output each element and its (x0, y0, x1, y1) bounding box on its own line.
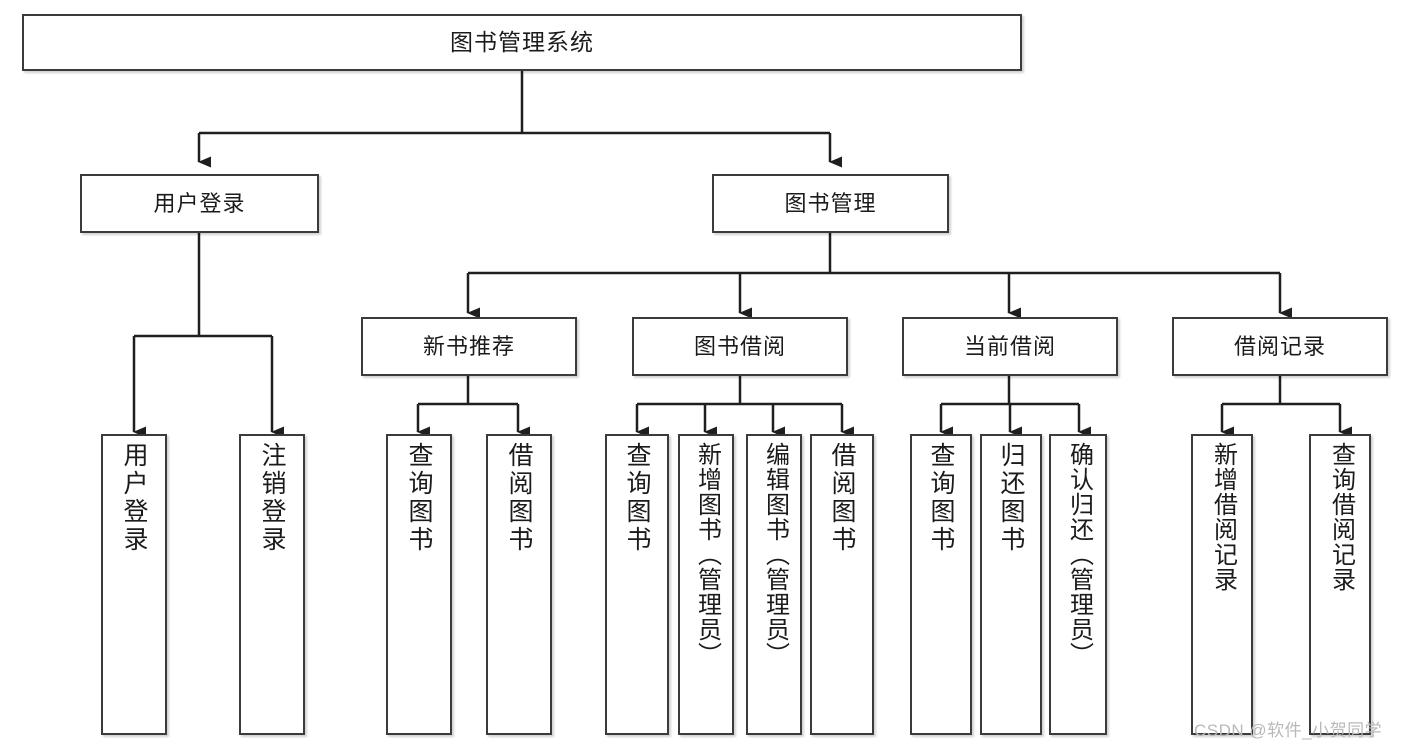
node-leaf-return-book[interactable]: 归还图书 (980, 434, 1042, 735)
edge-book-borrow-bus (635, 376, 854, 438)
node-leaf-add-book[interactable]: 新增图书（管理员） (678, 434, 734, 735)
node-leaf-confirm-return[interactable]: 确认归还（管理员） (1049, 434, 1107, 735)
node-leaf-borrow-book-1-label: 借阅图书 (505, 442, 533, 554)
node-leaf-add-record-label: 新增借阅记录 (1209, 442, 1237, 592)
node-book-borrow[interactable]: 图书借阅 (632, 317, 848, 376)
node-leaf-user-logout[interactable]: 注销登录 (239, 434, 305, 735)
edge-user-login-bus (132, 233, 284, 438)
node-leaf-edit-book[interactable]: 编辑图书（管理员） (746, 434, 802, 735)
node-user-login-label: 用户登录 (153, 190, 246, 216)
node-book-borrow-label: 图书借阅 (693, 333, 786, 359)
node-leaf-query-record[interactable]: 查询借阅记录 (1309, 434, 1371, 735)
node-leaf-query-book-2[interactable]: 查询图书 (605, 434, 669, 735)
edge-book-manage-bus (466, 233, 1292, 319)
node-book-manage[interactable]: 图书管理 (712, 174, 949, 233)
node-leaf-add-book-label: 新增图书（管理员） (693, 442, 721, 667)
node-leaf-user-logout-label: 注销登录 (258, 442, 286, 554)
node-user-login[interactable]: 用户登录 (80, 174, 319, 233)
node-leaf-query-record-label: 查询借阅记录 (1327, 442, 1355, 592)
node-leaf-user-login-label: 用户登录 (120, 442, 148, 554)
node-current-borrow[interactable]: 当前借阅 (902, 317, 1118, 376)
node-leaf-query-book-2-label: 查询图书 (623, 442, 651, 554)
csdn-watermark: CSDN @软件_小贺同学 (1194, 716, 1382, 741)
node-new-book-rec[interactable]: 新书推荐 (361, 317, 577, 376)
node-leaf-add-record[interactable]: 新增借阅记录 (1191, 434, 1253, 735)
node-leaf-borrow-book-2-label: 借阅图书 (828, 442, 856, 554)
edge-current-borrow-bus (939, 376, 1091, 438)
node-root-label: 图书管理系统 (450, 29, 594, 55)
node-leaf-edit-book-label: 编辑图书（管理员） (761, 442, 789, 667)
node-leaf-user-login[interactable]: 用户登录 (101, 434, 167, 735)
node-leaf-borrow-book-2[interactable]: 借阅图书 (810, 434, 874, 735)
node-current-borrow-label: 当前借阅 (963, 333, 1056, 359)
node-leaf-query-book-3[interactable]: 查询图书 (910, 434, 972, 735)
node-borrow-record[interactable]: 借阅记录 (1172, 317, 1388, 376)
node-leaf-borrow-book-1[interactable]: 借阅图书 (486, 434, 552, 735)
csdn-watermark-text: CSDN @软件_小贺同学 (1194, 721, 1383, 740)
node-leaf-query-book-3-label: 查询图书 (927, 442, 955, 554)
edge-borrow-record-bus (1220, 376, 1352, 438)
node-leaf-query-book-1-label: 查询图书 (405, 442, 433, 554)
node-new-book-rec-label: 新书推荐 (422, 333, 515, 359)
node-borrow-record-label: 借阅记录 (1233, 333, 1326, 359)
node-leaf-return-book-label: 归还图书 (997, 442, 1025, 554)
node-root[interactable]: 图书管理系统 (22, 14, 1022, 71)
edge-new-book-rec-bus (416, 376, 530, 438)
node-leaf-query-book-1[interactable]: 查询图书 (386, 434, 452, 735)
node-leaf-confirm-return-label: 确认归还（管理员） (1065, 442, 1093, 667)
edge-root-bus (197, 71, 842, 168)
node-book-manage-label: 图书管理 (784, 190, 877, 216)
